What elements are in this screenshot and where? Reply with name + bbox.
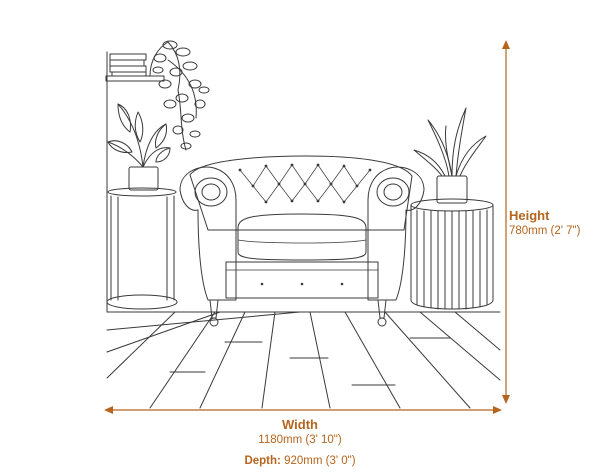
depth-label: Depth: (244, 455, 281, 467)
wall-shelf (105, 53, 165, 82)
right-side-table (410, 198, 494, 310)
height-value: 780mm (2' 7") (509, 225, 581, 237)
height-dimension-arrow (502, 40, 510, 404)
armchair (179, 155, 425, 327)
left-side-table (106, 187, 178, 310)
height-label: Height (509, 208, 550, 223)
width-value: 1180mm (3' 10") (258, 434, 342, 446)
width-label: Width (282, 417, 318, 432)
depth-dimension: Depth: 920mm (3' 0") (0, 455, 600, 467)
room-outline (106, 51, 501, 313)
floorboards (106, 311, 501, 409)
right-potted-plant (413, 107, 487, 204)
depth-value: 920mm (3' 0") (284, 455, 356, 467)
stud-trim (260, 282, 344, 286)
left-potted-plant (107, 103, 171, 191)
hanging-plant (149, 40, 210, 151)
width-dimension-arrow (104, 406, 502, 414)
